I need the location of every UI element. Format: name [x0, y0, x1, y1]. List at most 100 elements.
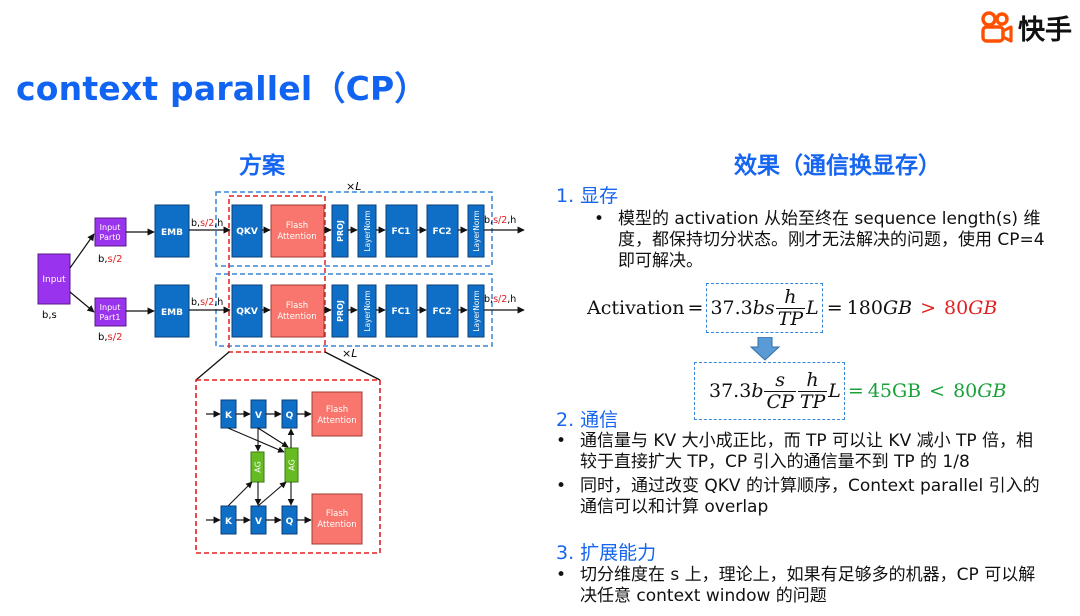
- section-3-title: 3. 扩展能力: [556, 542, 657, 564]
- ag-label-right: AG: [288, 459, 297, 471]
- repeat-label-bottom: ×L: [342, 347, 357, 360]
- logo-text: 快手: [1018, 15, 1072, 46]
- proj-block-1: [331, 284, 349, 338]
- eq2-highlight-box: 37.3 b s CP h TP L: [694, 362, 845, 420]
- fc2-block-0: [426, 204, 459, 258]
- flash-label-0a: Flash: [286, 221, 308, 231]
- fc1-block-0: [385, 204, 418, 258]
- eq2-L: L: [828, 380, 841, 402]
- eq1-L: L: [806, 297, 819, 319]
- k-label-bottom: K: [225, 517, 233, 527]
- input-block: [37, 253, 71, 305]
- flash-label-1a: Flash: [286, 301, 308, 311]
- eq2-var: b: [751, 380, 764, 402]
- eq2-coef: 37.3: [709, 380, 752, 402]
- eq1-highlight-box: 37.3 bs h TP L: [706, 283, 823, 333]
- eq2-equals: =: [847, 380, 864, 402]
- pipeline-row-1: Input Part1 b,s/2 EMB b,s/2,h QKV Flash …: [94, 284, 525, 343]
- section-2-title: 2. 通信: [556, 409, 619, 431]
- input-part1-block: [94, 297, 127, 327]
- eq1-equals: =: [687, 297, 704, 319]
- cp-equation: 37.3 b s CP h TP L = 45GB < 80 GB: [694, 362, 1006, 420]
- cp-architecture-diagram: ×L ×L Input b,s Input Part0 b,s/2 EMB b,…: [37, 180, 525, 554]
- eq2-num1: s: [775, 368, 786, 391]
- qkv-label-0: QKV: [236, 227, 258, 237]
- eq2-compare: <: [929, 380, 946, 402]
- fc2-label-0: FC2: [432, 227, 451, 237]
- section-3-bullet: • 切分维度在 s 上，理论上，如果有足够多的机器，CP 可以解决任意 cont…: [556, 565, 1050, 607]
- qkv-block-0: [231, 204, 263, 258]
- flash-attention-detail-bottom: [311, 493, 363, 545]
- fc1-label-1: FC1: [391, 307, 410, 317]
- section-2-bullet-2: • 同时，通过改变 QKV 的计算顺序，Context parallel 引入的…: [556, 476, 1050, 518]
- attention-highlight-box: [228, 195, 326, 353]
- row0-out-dims: b,s/2,h: [484, 215, 516, 226]
- layernorm-block-1a: [357, 284, 377, 338]
- flash-label-1b: Attention: [277, 312, 316, 322]
- section-1-bullet-text: 模型的 activation 从始至终在 sequence length(s) …: [618, 209, 1045, 271]
- section-1-bullet: • 模型的 activation 从始至终在 sequence length(s…: [594, 209, 1052, 272]
- flash-detail-top-b: Attention: [317, 416, 356, 426]
- eq2-fraction-2: h TP: [797, 368, 828, 413]
- eq2-num2: h: [806, 368, 819, 391]
- eq2-den1: CP: [764, 390, 796, 413]
- eq2-value: 45GB: [867, 380, 922, 402]
- qkv-label-1: QKV: [236, 307, 258, 317]
- fc1-label-0: FC1: [391, 227, 410, 237]
- flash-detail-bottom-b: Attention: [317, 520, 356, 530]
- scheme-heading: 方案: [239, 153, 285, 179]
- q-label-bottom: Q: [286, 517, 294, 527]
- k-label-top: K: [225, 411, 233, 421]
- layernorm-block-0a: [357, 204, 377, 258]
- proj-block-0: [331, 204, 349, 258]
- input-part1-line2: Part1: [100, 313, 121, 322]
- pipeline-row-0: Input Part0 b,s/2 EMB b,s/2,h QKV Flash …: [94, 204, 525, 265]
- input-part0-line1: Input: [100, 223, 121, 232]
- input-part0-block: [94, 217, 127, 247]
- eq1-fraction: h TP: [775, 286, 806, 330]
- down-arrow-icon: [750, 337, 780, 361]
- emb-label-0: EMB: [161, 228, 183, 238]
- flash-detail-top-a: Flash: [326, 405, 348, 415]
- eq1-den: TP: [775, 307, 806, 330]
- v-label-bottom: V: [255, 517, 262, 527]
- fc1-block-1: [385, 284, 418, 338]
- eq1-limit: 80: [944, 297, 969, 319]
- flash-detail-bottom-a: Flash: [326, 509, 348, 519]
- eq1-lhs: Activation: [587, 297, 685, 319]
- slide-title: context parallel（CP）: [16, 69, 428, 108]
- layer-box-row0: [215, 191, 493, 267]
- proj-label-1: PROJ: [336, 300, 345, 322]
- emb-label-1: EMB: [161, 308, 183, 318]
- flash-label-0b: Attention: [277, 232, 316, 242]
- flash-attention-block-0: [270, 204, 325, 258]
- flash-attention-detail-top: [311, 391, 363, 437]
- input-part0-line2: Part0: [100, 233, 121, 242]
- qkv-block-1: [231, 284, 263, 338]
- section-2-bullet-1: • 通信量与 KV 大小成正比，而 TP 可以让 KV 减小 TP 倍，相较于直…: [556, 431, 1050, 473]
- bullet-symbol: •: [594, 209, 605, 229]
- row0-emb-dims: b,s/2,h: [191, 218, 223, 229]
- detail-box: [195, 379, 381, 554]
- kuaishou-logo-icon: [981, 10, 1013, 43]
- layernorm-block-1b: [467, 284, 485, 338]
- part0-dims: b,s/2: [98, 254, 122, 265]
- proj-label-0: PROJ: [336, 220, 345, 242]
- section-2-bullet-2-text: 同时，通过改变 QKV 的计算顺序，Context parallel 引入的通信…: [580, 476, 1040, 517]
- layernorm-block-0b: [467, 204, 485, 258]
- bullet-symbol: •: [556, 565, 567, 585]
- attention-detail: K V Q Flash Attention AG AG K V Q: [206, 391, 363, 545]
- fc2-block-1: [426, 284, 459, 338]
- input-dims: b,s: [42, 310, 57, 321]
- bullet-symbol: •: [556, 476, 567, 496]
- eq1-coef: 37.3: [710, 297, 753, 319]
- input-label: Input: [42, 275, 66, 285]
- ag-label-left: AG: [254, 461, 263, 473]
- activation-equation: Activation = 37.3 bs h TP L = 180 GB > 8…: [587, 282, 997, 334]
- eq1-equals-2: =: [826, 297, 843, 319]
- eq2-den2: TP: [797, 390, 828, 413]
- eq1-limit-unit: GB: [968, 297, 998, 319]
- eq1-compare: >: [920, 297, 937, 319]
- repeat-label-top: ×L: [346, 180, 361, 193]
- layernorm-label-0b: LayerNorm: [472, 210, 481, 251]
